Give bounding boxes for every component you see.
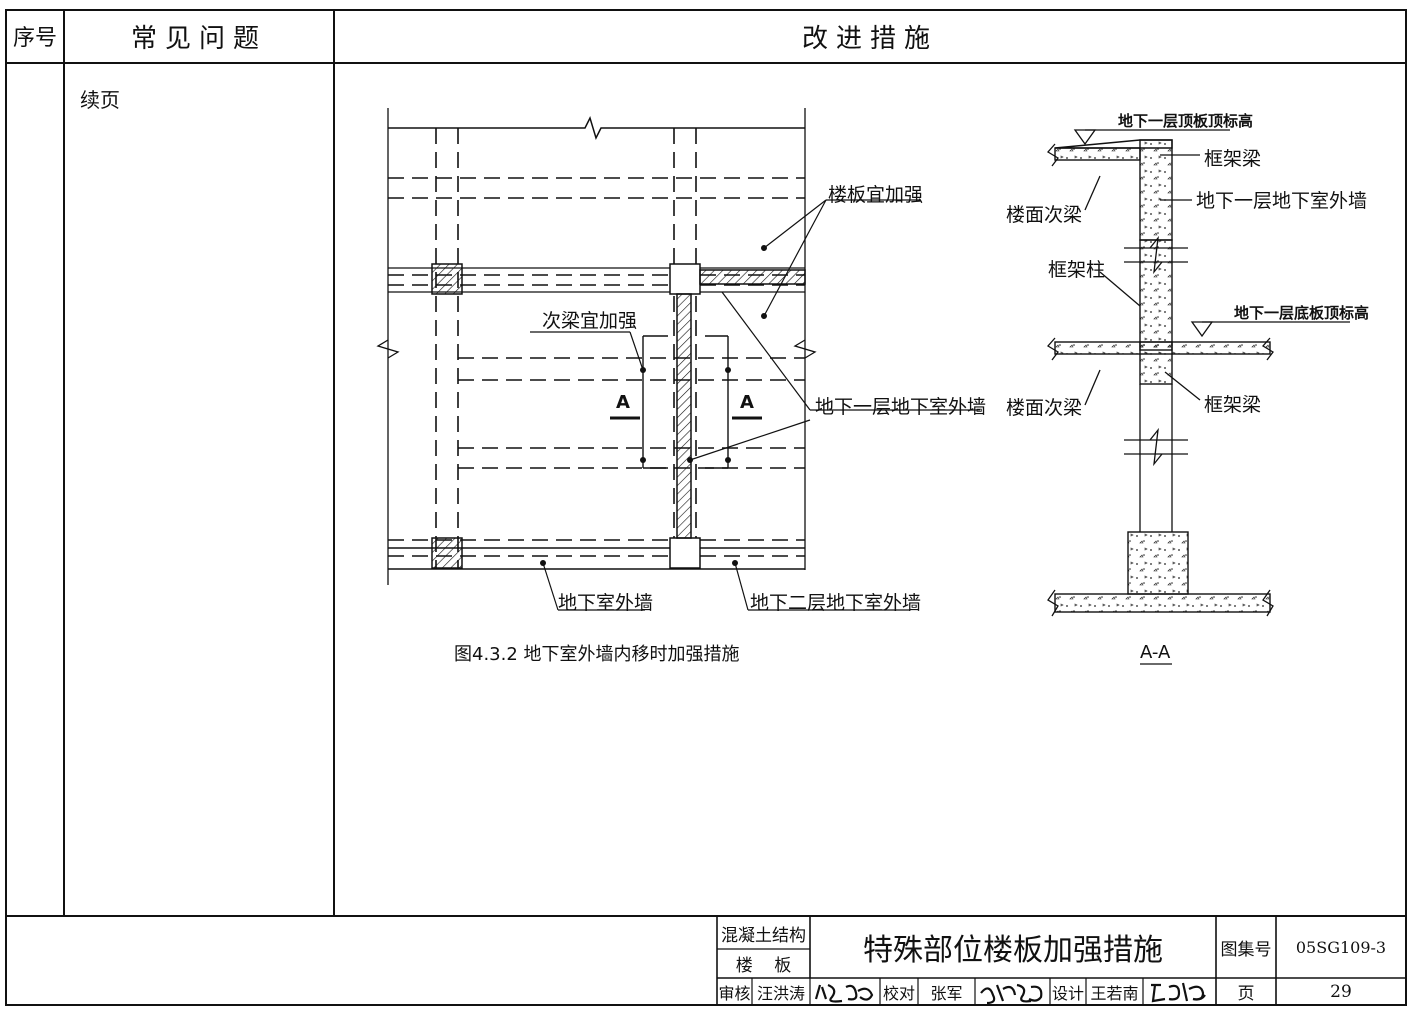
atlas-label: 图集号 bbox=[1220, 939, 1272, 960]
review-label: 审核 bbox=[718, 983, 751, 1003]
header-measure: 改进措施 bbox=[801, 23, 938, 54]
design-label: 设计 bbox=[1051, 983, 1084, 1003]
section-mark-left: A bbox=[616, 392, 630, 413]
label-frame-beam-top: 框架梁 bbox=[1204, 148, 1262, 170]
checker-signature bbox=[980, 983, 1043, 1004]
header-no: 序号 bbox=[12, 26, 57, 51]
label-b1-top-level: 地下一层顶板顶标高 bbox=[1118, 112, 1254, 130]
label-b1-bottom-level: 地下一层底板顶标高 bbox=[1234, 304, 1370, 322]
label-floor-beam-top: 楼面次梁 bbox=[1006, 204, 1083, 226]
category-slab: 楼 板 bbox=[735, 956, 792, 976]
label-slab-reinforce: 楼板宜加强 bbox=[828, 184, 924, 206]
category-structure: 混凝土结构 bbox=[721, 926, 806, 946]
page-number: 29 bbox=[1330, 981, 1352, 1002]
header-issue: 常见问题 bbox=[130, 23, 267, 54]
continued-label: 续页 bbox=[80, 88, 120, 112]
label-frame-column: 框架柱 bbox=[1048, 259, 1106, 281]
section-mark-right: A bbox=[740, 392, 754, 413]
atlas-number: 05SG109-3 bbox=[1295, 937, 1387, 957]
label-secondary-beam-reinforce: 次梁宜加强 bbox=[542, 310, 638, 332]
page-label: 页 bbox=[1237, 984, 1255, 1004]
check-label: 校对 bbox=[882, 983, 915, 1003]
section-caption: A-A bbox=[1140, 642, 1171, 663]
label-floor-beam-bottom: 楼面次梁 bbox=[1006, 397, 1083, 419]
label-b1-wall-section: 地下一层地下室外墙 bbox=[1196, 190, 1368, 212]
reviewer-name: 汪洪涛 bbox=[756, 983, 805, 1003]
checker-name: 张军 bbox=[930, 983, 963, 1003]
label-b1-basement-wall: 地下一层地下室外墙 bbox=[815, 396, 987, 418]
label-b2-basement-wall: 地下二层地下室外墙 bbox=[750, 592, 922, 614]
label-basement-wall: 地下室外墙 bbox=[558, 592, 654, 614]
designer-name: 王若南 bbox=[1090, 983, 1139, 1003]
designer-signature bbox=[1151, 982, 1206, 1003]
label-frame-beam-bottom: 框架梁 bbox=[1204, 394, 1262, 416]
plan-caption: 图4.3.2 地下室外墙内移时加强措施 bbox=[454, 644, 740, 665]
drawing-title: 特殊部位楼板加强措施 bbox=[863, 933, 1163, 968]
reviewer-signature bbox=[814, 983, 874, 1003]
